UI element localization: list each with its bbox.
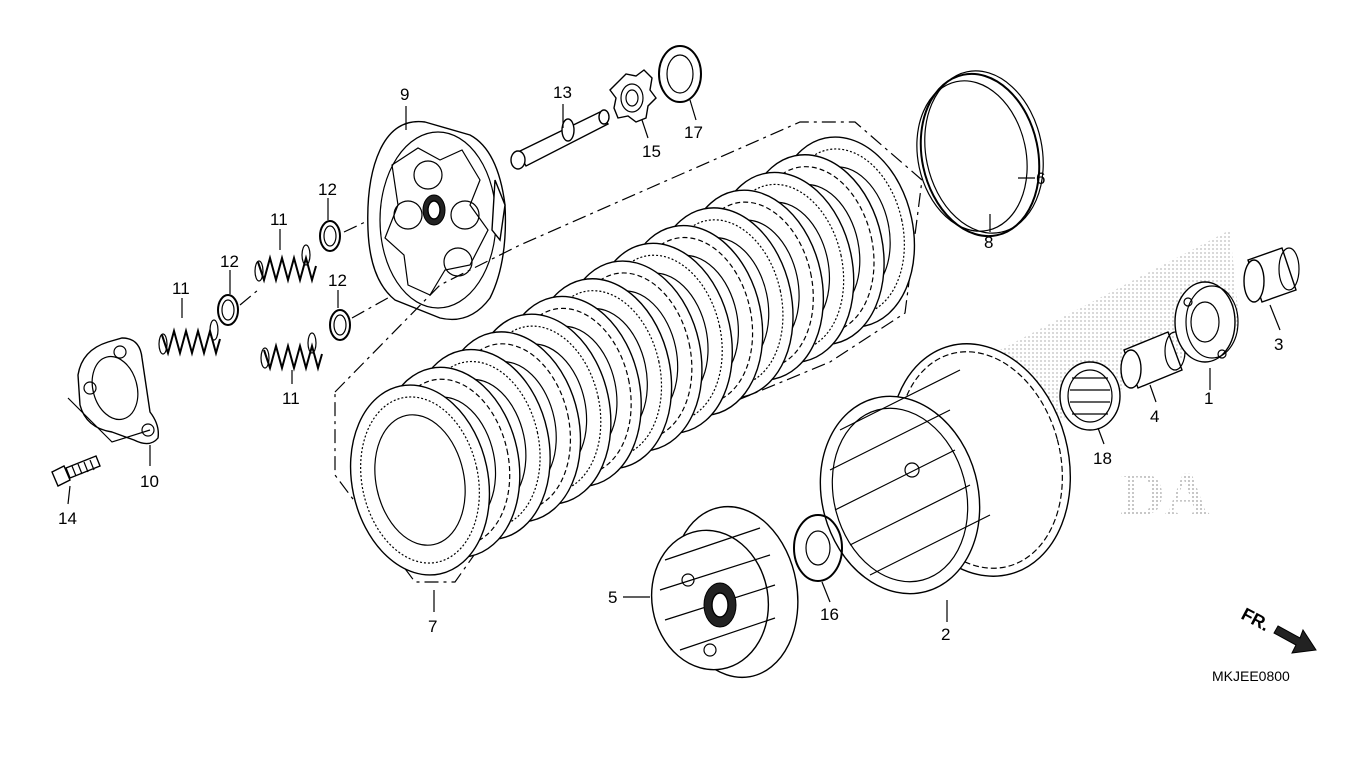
part-9-pressure-plate	[367, 120, 507, 321]
part-7-clutch-plate-stack	[349, 136, 916, 576]
part-5-clutch-center	[650, 505, 799, 679]
front-label: FR.	[1238, 604, 1273, 635]
part-18-needle-bearing	[1059, 361, 1121, 431]
callout-1: 1	[1204, 389, 1213, 408]
callout-16: 16	[820, 605, 839, 624]
callout-17: 17	[684, 123, 703, 142]
callout-12-left: 12	[220, 252, 239, 271]
part-15-lock-nut	[609, 69, 657, 123]
watermark-text: DA	[1120, 461, 1210, 529]
callouts: 1 2 3 4 5 6 7 8 9 10 11 11 11 12 12 12 1…	[58, 83, 1283, 644]
part-2-clutch-outer	[819, 343, 1072, 595]
part-3-collar	[1243, 247, 1300, 303]
part-13-lifter-rod	[510, 109, 610, 170]
callout-4: 4	[1150, 407, 1159, 426]
clutch-plate-outer	[349, 384, 491, 576]
watermark: DA	[990, 230, 1240, 529]
callout-10: 10	[140, 472, 159, 491]
callout-3: 3	[1274, 335, 1283, 354]
part-4-collar	[1120, 331, 1186, 389]
diagram-code: MKJEE0800	[1212, 668, 1290, 684]
part-12-washer-left	[217, 294, 239, 326]
callout-8: 8	[984, 233, 993, 252]
part-6-8-outer-ring	[916, 70, 1044, 238]
part-11-spring-left	[158, 319, 221, 357]
part-17-washer	[658, 45, 702, 103]
part-10-bearing-plate	[77, 337, 160, 445]
part-14-bolt	[51, 455, 101, 487]
part-16-thrust-washer	[793, 514, 843, 582]
front-direction-indicator: FR.	[1238, 604, 1317, 654]
callout-11-bottom: 11	[282, 389, 300, 408]
part-7-plate-group-outline	[334, 121, 923, 583]
callout-2: 2	[941, 625, 950, 644]
callout-6: 6	[1036, 169, 1045, 188]
callout-11-left: 11	[172, 279, 190, 298]
callout-13: 13	[553, 83, 572, 102]
part-12-washer-bottom	[329, 309, 351, 341]
callout-18: 18	[1093, 449, 1112, 468]
callout-12-bottom: 12	[328, 271, 347, 290]
callout-14: 14	[58, 509, 77, 528]
callout-11-top: 11	[270, 210, 288, 229]
part-11-spring-top	[254, 244, 317, 284]
callout-7: 7	[428, 617, 437, 636]
callout-12-top: 12	[318, 180, 337, 199]
clutch-plate-inner	[374, 414, 466, 546]
callout-15: 15	[642, 142, 661, 161]
part-1-drive-sprocket	[1174, 281, 1239, 363]
part-11-spring-bottom	[260, 332, 323, 372]
leader-lines	[67, 99, 1281, 622]
part-12-washer-top	[319, 220, 341, 252]
clutch-plate	[349, 384, 491, 576]
callout-9: 9	[400, 85, 409, 104]
callout-5: 5	[608, 588, 617, 607]
clutch-plate-facing	[360, 396, 480, 564]
